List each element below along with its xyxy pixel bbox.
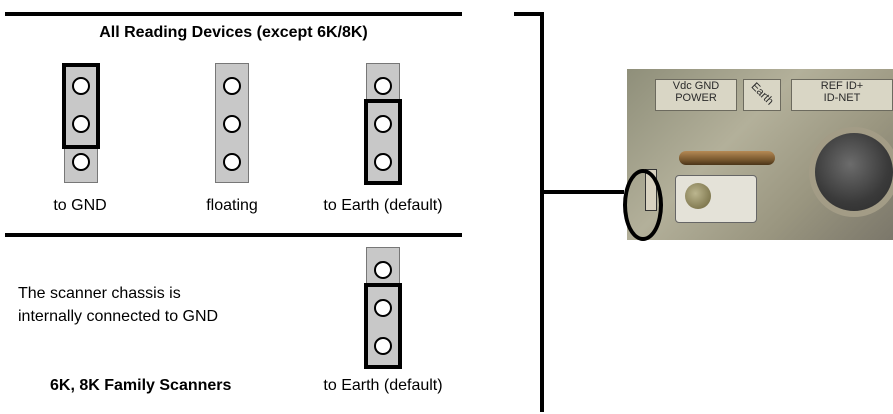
- pin-2: [374, 299, 392, 317]
- chassis-note-line1: The scanner chassis is: [18, 285, 181, 302]
- pin-3: [72, 153, 90, 171]
- pin-3: [374, 153, 392, 171]
- jumper-to-gnd: [62, 63, 100, 183]
- pin-2: [374, 115, 392, 133]
- option-label-6k8k-to-earth: to Earth (default): [323, 377, 443, 394]
- jumper-floating: [215, 63, 249, 183]
- connector-line: [540, 190, 624, 194]
- top-panel-title: All Reading Devices (except 6K/8K): [99, 24, 368, 41]
- pin-2: [223, 115, 241, 133]
- pin-1: [374, 77, 392, 95]
- option-label-to-gnd: to GND: [53, 197, 107, 214]
- pin-1: [223, 77, 241, 95]
- jumper-6k8k-to-earth: [364, 247, 402, 369]
- board-photo: Vdc GND POWER Earth REF ID+ ID-NET: [627, 69, 893, 240]
- jumper-cap: [364, 99, 402, 185]
- jumper-to-earth: [364, 63, 402, 185]
- bracket-top: [514, 12, 544, 16]
- power-connector-label: Vdc GND POWER: [655, 79, 737, 111]
- jumper-cap: [364, 283, 402, 369]
- pin-2: [72, 115, 90, 133]
- jumper-cap: [62, 63, 100, 149]
- middle-divider: [5, 233, 462, 237]
- toggle-knob: [685, 183, 711, 209]
- pin-3: [374, 337, 392, 355]
- top-divider: [5, 12, 462, 16]
- jumper-highlight-ellipse: [623, 169, 663, 241]
- option-label-to-earth: to Earth (default): [323, 197, 443, 214]
- bracket-vertical: [540, 12, 544, 412]
- earth-label: Earth: [743, 79, 781, 111]
- chassis-note-line2: internally connected to GND: [18, 308, 219, 325]
- pin-1: [72, 77, 90, 95]
- pin-3: [223, 153, 241, 171]
- pin-1: [374, 261, 392, 279]
- inductor: [809, 127, 893, 217]
- idnet-connector-label: REF ID+ ID-NET: [791, 79, 893, 111]
- family-label: 6K, 8K Family Scanners: [50, 377, 232, 394]
- resistor: [679, 151, 775, 165]
- option-label-floating: floating: [206, 197, 258, 214]
